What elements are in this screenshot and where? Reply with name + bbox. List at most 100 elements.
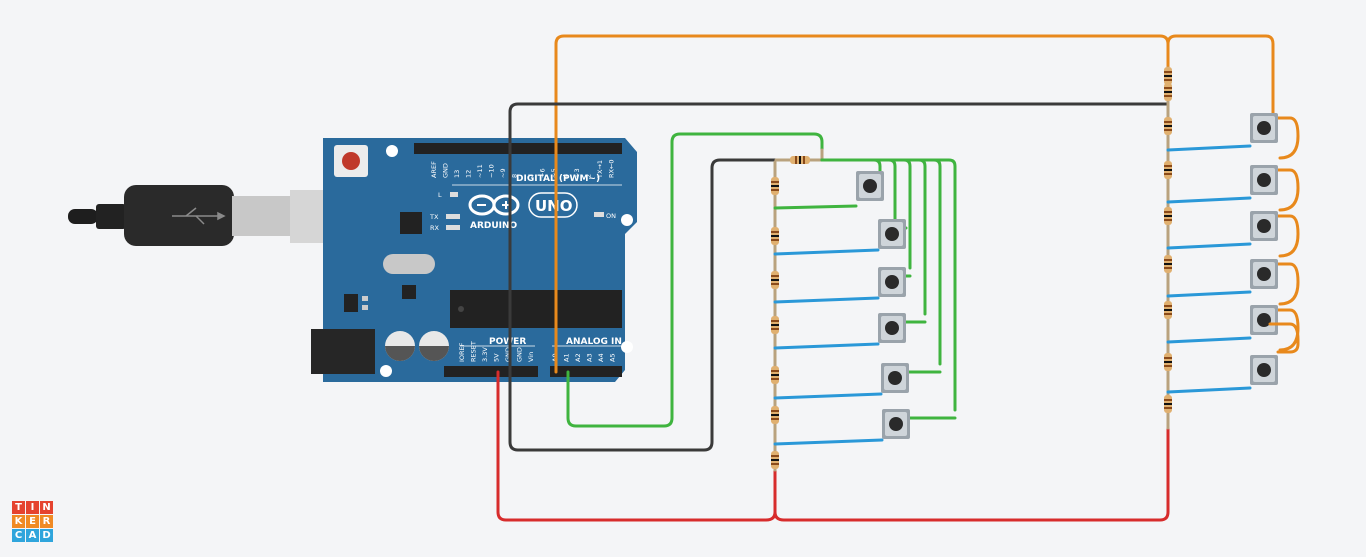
wire-blue-button[interactable] xyxy=(1166,336,1252,344)
wire-green-button[interactable] xyxy=(820,158,957,412)
wire-blue-button[interactable] xyxy=(773,438,884,446)
digital-pin-label: AREF xyxy=(430,161,438,178)
logo-letter: C xyxy=(12,529,25,542)
digital-pin-label: 4 xyxy=(562,174,570,178)
pushbutton[interactable] xyxy=(881,363,909,393)
reset-button-cap[interactable] xyxy=(342,152,360,170)
power-pin-label: GND xyxy=(504,347,512,362)
wire-blue-button[interactable] xyxy=(773,296,880,304)
wire-orange-button[interactable] xyxy=(1276,168,1300,212)
resistor[interactable] xyxy=(771,366,779,384)
resistor[interactable] xyxy=(1164,255,1172,273)
wire-orange-a0[interactable] xyxy=(554,34,1170,374)
wire-green-button[interactable] xyxy=(773,204,858,210)
wire-blue-button[interactable] xyxy=(773,392,883,400)
wire-black-top[interactable] xyxy=(508,102,1170,452)
analog-pin-label: A5 xyxy=(609,353,617,362)
wire-blue-button[interactable] xyxy=(1166,242,1252,250)
power-pin-label: GND xyxy=(516,347,524,362)
wire-red-5v[interactable] xyxy=(496,370,777,522)
pushbutton[interactable] xyxy=(882,409,910,439)
digital-header[interactable] xyxy=(414,143,622,154)
uno-wordmark: UNO xyxy=(535,197,573,215)
logo-letter: E xyxy=(26,515,39,528)
led-label-rx: RX xyxy=(430,224,440,232)
digital-pin-label: GND xyxy=(442,163,450,178)
logo-letter: N xyxy=(40,501,53,514)
wire-orange-button[interactable] xyxy=(1276,116,1300,160)
mounting-hole xyxy=(621,341,633,353)
wire-green-a1[interactable] xyxy=(566,132,824,428)
resistor[interactable] xyxy=(771,177,779,195)
wire-blue-button[interactable] xyxy=(773,248,880,256)
wire-orange-button[interactable] xyxy=(1276,214,1300,258)
mounting-hole xyxy=(386,145,398,157)
wire-blue-button[interactable] xyxy=(1166,144,1252,152)
digital-pwm-label: DIGITAL (PWM~) xyxy=(516,174,600,184)
logo-letter: I xyxy=(26,501,39,514)
digital-pin-label: ~10 xyxy=(488,164,496,178)
pushbutton[interactable] xyxy=(1250,211,1278,241)
resistor[interactable] xyxy=(1164,117,1172,135)
resistor[interactable] xyxy=(771,271,779,289)
digital-pin-label: 8 xyxy=(511,174,519,178)
wire-orange-button[interactable] xyxy=(1268,322,1300,354)
digital-pin-label: 12 xyxy=(465,170,473,178)
resistor[interactable] xyxy=(1164,67,1172,85)
pushbutton[interactable] xyxy=(856,171,884,201)
pushbutton[interactable] xyxy=(1250,355,1278,385)
resistor[interactable] xyxy=(1164,353,1172,371)
resistor[interactable] xyxy=(771,451,779,469)
pushbutton[interactable] xyxy=(878,313,906,343)
wire-orange-button[interactable] xyxy=(1276,262,1300,306)
mounting-hole xyxy=(621,214,633,226)
resistor[interactable] xyxy=(790,156,810,164)
pushbutton[interactable] xyxy=(1250,259,1278,289)
resistor[interactable] xyxy=(1164,83,1172,101)
resistor[interactable] xyxy=(771,406,779,424)
digital-pin-label: ~6 xyxy=(539,168,547,178)
digital-pin-label: ~11 xyxy=(476,164,484,178)
digital-pin-label: ~9 xyxy=(499,168,507,178)
pushbutton[interactable] xyxy=(878,219,906,249)
digital-pin-label: ~3 xyxy=(573,168,581,178)
wire-orange-right[interactable] xyxy=(1166,34,1275,124)
wire-blue-button[interactable] xyxy=(1166,196,1252,204)
mounting-hole xyxy=(380,365,392,377)
resistor[interactable] xyxy=(771,227,779,245)
digital-pin-label: 13 xyxy=(453,170,461,178)
resistor[interactable] xyxy=(1164,301,1172,319)
resistor[interactable] xyxy=(1164,161,1172,179)
pushbutton[interactable] xyxy=(1250,165,1278,195)
wire-red-right[interactable] xyxy=(773,426,1170,522)
wire-orange-button[interactable] xyxy=(1276,308,1300,352)
logo-letter: K xyxy=(12,515,25,528)
analog-pin-label: A3 xyxy=(586,353,594,362)
wire-blue-button[interactable] xyxy=(1166,386,1252,394)
voltage-regulator xyxy=(344,294,358,312)
circuit-components[interactable] xyxy=(771,66,1300,472)
pushbutton[interactable] xyxy=(878,267,906,297)
digital-pin-label: 2 xyxy=(585,174,593,178)
on-led-label: ON xyxy=(606,212,616,220)
resistor[interactable] xyxy=(771,316,779,334)
digital-pin-label: ~5 xyxy=(550,168,558,178)
wire-blue-button[interactable] xyxy=(773,342,880,350)
pushbutton[interactable] xyxy=(1250,305,1278,335)
usb-icon xyxy=(172,207,226,225)
digital-pin-label: RX←0 xyxy=(608,159,616,178)
analog-header[interactable] xyxy=(550,366,622,377)
power-header[interactable] xyxy=(444,366,538,377)
resistor[interactable] xyxy=(1164,207,1172,225)
wire-blue-button[interactable] xyxy=(1166,290,1252,298)
power-pin-label: 5V xyxy=(493,353,501,362)
digital-pin-label: 7 xyxy=(527,174,535,178)
pushbutton[interactable] xyxy=(1250,113,1278,143)
resistor[interactable] xyxy=(1164,395,1172,413)
logo-letter: A xyxy=(26,529,39,542)
analog-pin-label: A2 xyxy=(574,353,582,362)
